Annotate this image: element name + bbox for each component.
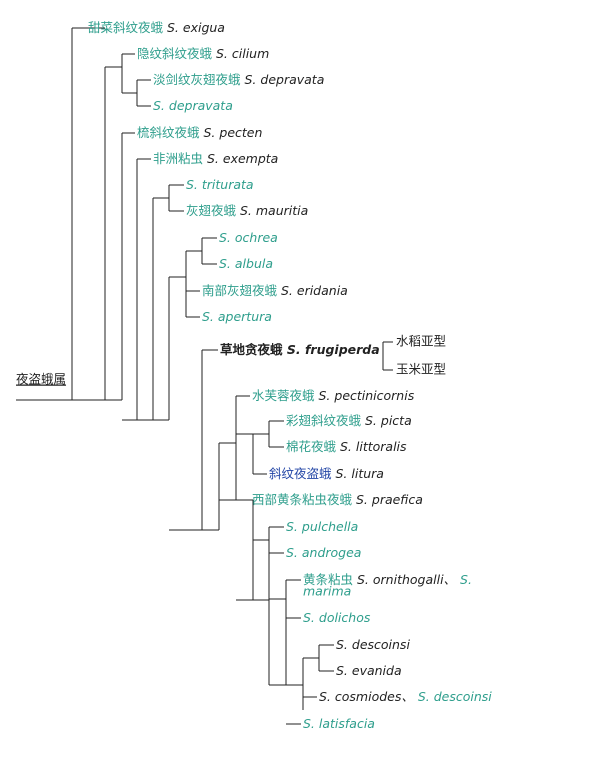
species-scientific-name: S. cosmiodes、 <box>319 689 414 704</box>
species-chinese-name: 南部灰翅夜蛾 <box>202 283 278 298</box>
species-scientific-name-extra: S. descoinsi <box>418 689 492 704</box>
species-scientific-name: S. albula <box>219 256 273 271</box>
species-scientific-name: S. exempta <box>207 151 278 166</box>
species-scientific-name: S. praefica <box>356 492 423 507</box>
species-chinese-name: 西部黄条粘虫夜蛾 <box>252 492 353 507</box>
species-scientific-name: S. depravata <box>153 98 233 113</box>
species-label: S. cosmiodes、 S. descoinsi <box>319 689 492 704</box>
species-label: S. evanida <box>336 663 402 678</box>
species-scientific-name: S. frugiperda <box>287 342 380 357</box>
species-label: S. latisfacia <box>303 716 375 731</box>
species-label: S. albula <box>219 256 273 271</box>
subspecies-label: 水稻亚型 <box>396 334 446 349</box>
root-label: 夜盗蛾属 <box>16 372 66 387</box>
species-label-continued: marima <box>303 584 351 599</box>
species-chinese-name: 甜菜斜纹夜蛾 <box>88 20 164 35</box>
species-label: S. ochrea <box>219 230 278 245</box>
tree-branches <box>16 27 393 725</box>
species-label: 棉花夜蛾 S. littoralis <box>286 439 407 454</box>
species-chinese-name: 灰翅夜蛾 <box>186 203 237 218</box>
species-label: 黄条粘虫 S. ornithogalli、 S. <box>303 572 472 587</box>
species-label: 彩翅斜纹夜蛾 S. picta <box>286 413 412 428</box>
species-scientific-name-extra: S. <box>460 572 472 587</box>
species-label: S. triturata <box>186 177 254 192</box>
species-label: S. depravata <box>153 98 233 113</box>
species-scientific-name: S. ornithogalli、 <box>357 572 456 587</box>
species-label: 西部黄条粘虫夜蛾 S. praefica <box>252 492 423 507</box>
species-label: S. androgea <box>286 545 361 560</box>
species-scientific-name: S. picta <box>365 413 412 428</box>
species-scientific-name: S. pectinicornis <box>319 388 415 403</box>
species-label: S. pulchella <box>286 519 358 534</box>
species-scientific-name: S. evanida <box>336 663 402 678</box>
species-scientific-name: S. pecten <box>204 125 263 140</box>
species-label: S. apertura <box>202 309 272 324</box>
species-scientific-name: S. ochrea <box>219 230 278 245</box>
species-label: 草地贪夜蛾 S. frugiperda <box>220 342 380 357</box>
species-chinese-name: 斜纹夜盗蛾 <box>269 466 332 481</box>
species-labels: 甜菜斜纹夜蛾 S. exigua 隐纹斜纹夜蛾 S. cilium 淡剑纹灰翅夜蛾 … <box>88 20 492 731</box>
species-chinese-name: 黄条粘虫 <box>303 572 353 587</box>
species-scientific-name: S. latisfacia <box>303 716 375 731</box>
species-scientific-name: S. cilium <box>216 46 269 61</box>
species-chinese-name: 水芙蓉夜蛾 <box>252 388 315 403</box>
species-scientific-name: S. litura <box>336 466 384 481</box>
species-label: 斜纹夜盗蛾 S. litura <box>269 466 384 481</box>
species-label: S. dolichos <box>303 610 371 625</box>
species-scientific-name: S. mauritia <box>240 203 308 218</box>
species-chinese-name: 隐纹斜纹夜蛾 <box>137 46 213 61</box>
species-label: S. descoinsi <box>336 637 410 652</box>
species-chinese-name: 彩翅斜纹夜蛾 <box>286 413 362 428</box>
species-label: 淡剑纹灰翅夜蛾 S. depravata <box>153 72 324 87</box>
species-label: 梳斜纹夜蛾 S. pecten <box>137 125 262 140</box>
species-chinese-name: 非洲粘虫 <box>153 151 203 166</box>
species-scientific-name: S. triturata <box>186 177 254 192</box>
species-scientific-name: S. depravata <box>245 72 325 87</box>
species-label: 南部灰翅夜蛾 S. eridania <box>202 283 348 298</box>
subspecies-label: 玉米亚型 <box>396 362 446 377</box>
species-scientific-name: S. pulchella <box>286 519 358 534</box>
species-chinese-name: 梳斜纹夜蛾 <box>137 125 200 140</box>
species-scientific-name: S. apertura <box>202 309 272 324</box>
species-scientific-name: S. eridania <box>281 283 348 298</box>
species-chinese-name: 淡剑纹灰翅夜蛾 <box>153 72 241 87</box>
species-label: 非洲粘虫 S. exempta <box>153 151 278 166</box>
species-label: 水芙蓉夜蛾 S. pectinicornis <box>252 388 415 403</box>
species-scientific-name: S. androgea <box>286 545 361 560</box>
species-label: 甜菜斜纹夜蛾 S. exigua <box>88 20 225 35</box>
species-scientific-name: S. exigua <box>167 20 225 35</box>
species-scientific-name: S. littoralis <box>340 439 407 454</box>
species-label: 灰翅夜蛾 S. mauritia <box>186 203 308 218</box>
species-scientific-name: S. descoinsi <box>336 637 410 652</box>
species-scientific-name: S. dolichos <box>303 610 371 625</box>
species-chinese-name: 草地贪夜蛾 <box>220 342 283 357</box>
species-chinese-name: 棉花夜蛾 <box>286 439 337 454</box>
species-label: 隐纹斜纹夜蛾 S. cilium <box>137 46 269 61</box>
